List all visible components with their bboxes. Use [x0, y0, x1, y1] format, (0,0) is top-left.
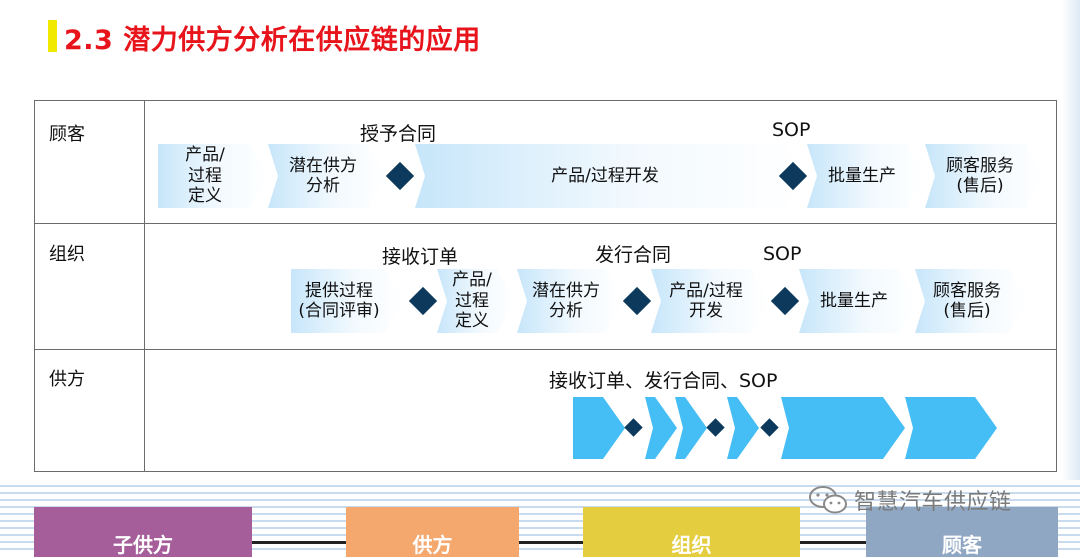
supplier-step-arrow: [781, 397, 905, 459]
milestone-diamond-small: [706, 418, 725, 437]
milestone-diamond: [622, 286, 652, 316]
step-customer-service: 顾客服务 (售后): [915, 269, 1027, 333]
milestone-diamond: [408, 286, 438, 316]
chain-box-organization: 组织: [583, 507, 800, 557]
watermark: 智慧汽车供应链: [808, 484, 1012, 516]
wechat-icon: [809, 486, 847, 514]
milestone-receive-order: 接收订单: [382, 246, 459, 268]
step-customer-service: 顾客服务 (售后): [925, 144, 1043, 208]
step-product-process-development: 产品/过程 开发: [651, 269, 769, 333]
milestone-diamond: [385, 161, 415, 191]
step-provide-process: 提供过程 (合同评审): [291, 269, 403, 333]
step-mass-production: 批量生产: [807, 144, 925, 208]
step-product-process-definition: 产品/ 过程 定义: [437, 269, 515, 333]
milestone-award-contract: 授予合同: [360, 123, 437, 145]
row-divider: [35, 223, 1056, 224]
chain-box-customer: 顾客: [866, 507, 1058, 557]
row-label-organization: 组织: [49, 244, 85, 265]
chain-connector: [798, 541, 868, 544]
row-divider: [35, 349, 1056, 350]
milestone-sop: SOP: [763, 243, 802, 265]
step-potential-supplier-analysis: 潜在供方 分析: [517, 269, 623, 333]
step-product-process-development: 产品/过程开发: [415, 144, 803, 208]
milestone-diamond-small: [624, 418, 643, 437]
slide-right-edge: [1062, 0, 1080, 550]
watermark-text: 智慧汽车供应链: [854, 490, 1012, 515]
milestone-combined: 接收订单、发行合同、SOP: [549, 370, 778, 392]
chain-connector: [250, 541, 350, 544]
supplier-step-arrow: [573, 397, 625, 459]
milestone-issue-contract: 发行合同: [595, 244, 672, 266]
chain-connector: [516, 541, 586, 544]
supplier-step-arrow: [675, 397, 707, 459]
supplier-step-arrow: [645, 397, 677, 459]
milestone-diamond: [770, 286, 800, 316]
title-accent-bar: [48, 20, 57, 52]
step-potential-supplier-analysis: 潜在供方 分析: [268, 144, 386, 208]
supplier-step-arrow: [905, 397, 997, 459]
milestone-sop: SOP: [772, 119, 811, 141]
page-title: 2.3 潜力供方分析在供应链的应用: [64, 25, 481, 56]
chain-box-sub-supplier: 子供方: [34, 507, 252, 557]
label-column-divider: [144, 101, 145, 471]
step-product-process-definition: 产品/ 过程 定义: [158, 144, 268, 208]
supplier-step-arrow: [727, 397, 759, 459]
row-label-supplier: 供方: [49, 369, 85, 390]
process-table: 顾客 授予合同 SOP 产品/ 过程 定义 潜在供方 分析 产品/过程开发 批量…: [34, 100, 1057, 472]
milestone-diamond-small: [760, 418, 779, 437]
step-mass-production: 批量生产: [799, 269, 917, 333]
row-label-customer: 顾客: [49, 124, 85, 145]
